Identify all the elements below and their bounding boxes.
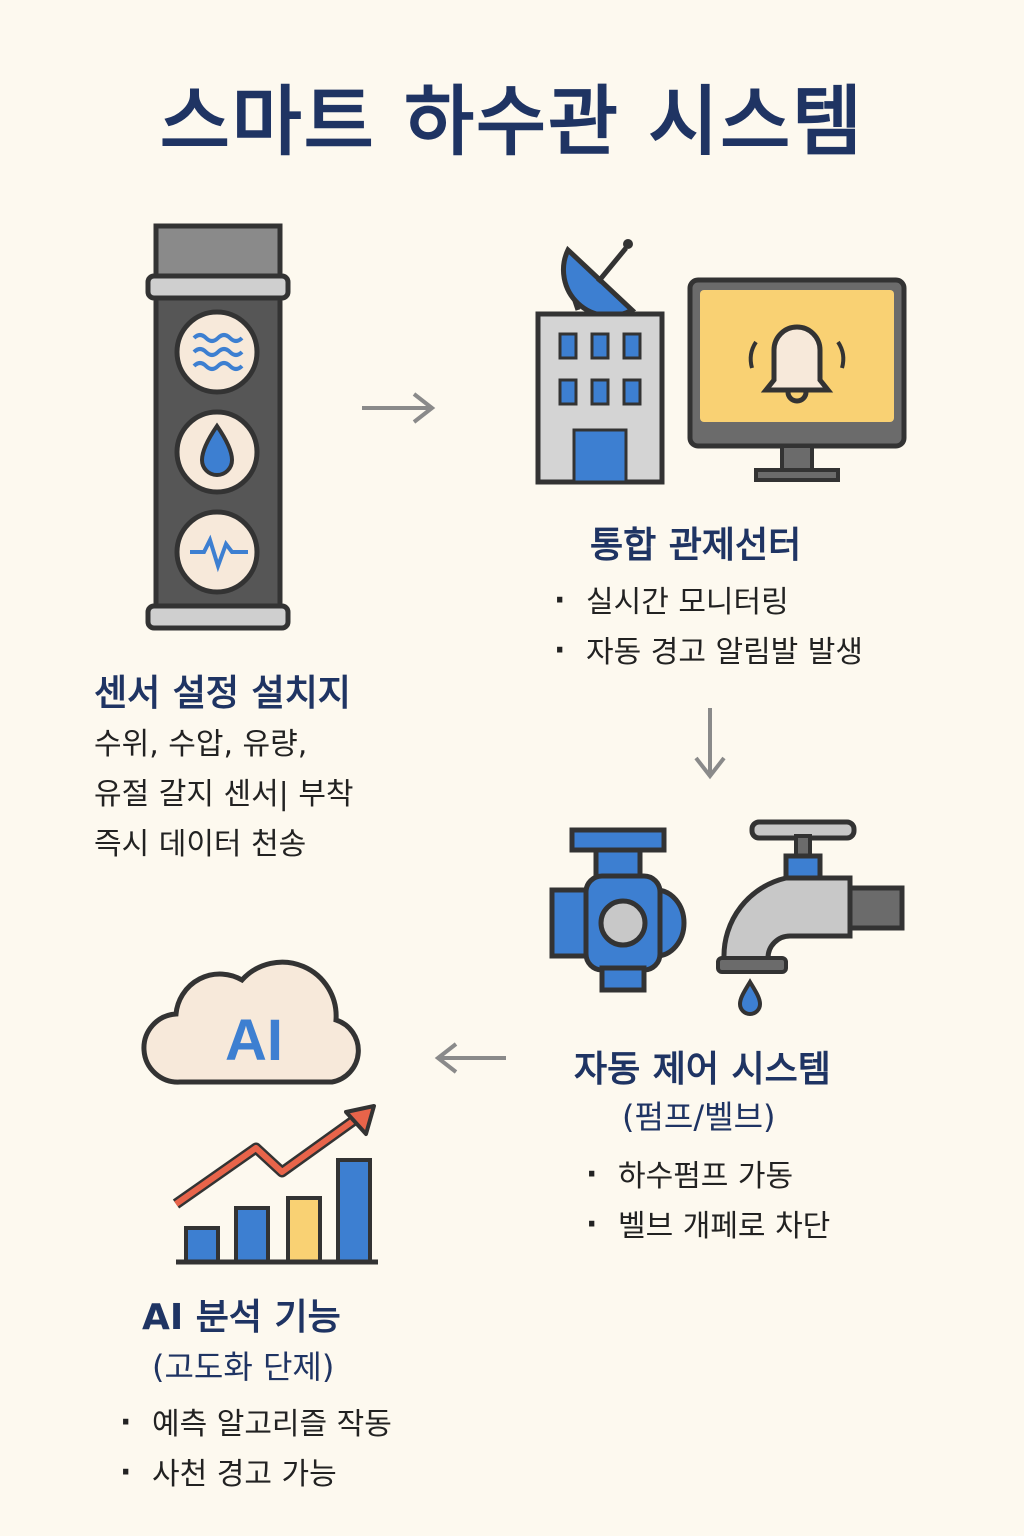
control-center-list: 실시간 모니터링 자동 경고 알림발 발생: [554, 576, 863, 678]
ai-heading: AI 분석 기능: [142, 1297, 341, 1338]
bell-icon: [748, 324, 846, 404]
arrow-right-icon: [362, 392, 436, 424]
ai-list: 예측 알고리즐 작동 사천 경고 가능: [120, 1398, 392, 1500]
sensor-description: 수위, 수압, 유량, 유절 갈지 센서| 부착 즉시 데이터 천송: [94, 720, 354, 870]
ai-cloud-icon: AI: [141, 959, 361, 1085]
sensor-line: 유절 갈지 센서| 부착: [94, 777, 354, 812]
list-item: 자동 경고 알림발 발생: [554, 626, 863, 678]
auto-control-list: 하수펌프 가동 벨브 개페로 차단: [586, 1150, 830, 1252]
wave-icon: [174, 309, 260, 395]
page-title: 스마트 하수관 시스템: [159, 77, 865, 166]
list-item: 벨브 개페로 차단: [586, 1200, 830, 1252]
sensor-line: 즉시 데이터 천송: [94, 827, 307, 862]
sensor-line: 수위, 수압, 유량,: [94, 727, 308, 762]
list-item: 하수펌프 가동: [586, 1150, 830, 1202]
ai-subheading: (고도화 단제): [152, 1348, 335, 1386]
satellite-dish-icon: [561, 239, 637, 319]
auto-control-heading: 자동 제어 시스템: [574, 1049, 831, 1090]
pump-icon: [549, 827, 687, 993]
ai-cloud-label: AI: [225, 1008, 283, 1073]
arrow-left-icon: [434, 1042, 506, 1074]
monitor-alert-icon: [687, 277, 907, 482]
arrow-down-icon: [694, 708, 726, 780]
control-center-heading: 통합 관제선터: [590, 525, 802, 566]
auto-control-subheading: (펌프/벨브): [622, 1098, 776, 1136]
list-item: 실시간 모니터링: [554, 576, 863, 628]
pulse-icon: [174, 509, 260, 595]
sensor-heading: 센서 설정 설치지: [94, 673, 351, 714]
sensor-pipe-icon: [145, 223, 291, 631]
water-drop-icon: [174, 409, 260, 495]
list-item: 예측 알고리즐 작동: [120, 1398, 392, 1450]
building-icon: [535, 239, 665, 485]
growth-chart-icon: [172, 1104, 378, 1265]
faucet-icon: [716, 819, 905, 1016]
list-item: 사천 경고 가능: [120, 1448, 392, 1500]
